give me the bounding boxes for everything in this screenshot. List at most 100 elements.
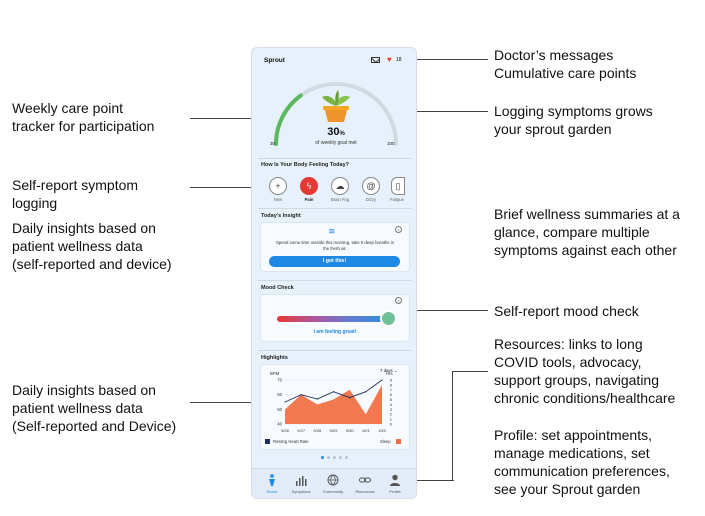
insight-title: Today's Insight [261, 213, 301, 219]
cloud-icon: ☁ [335, 181, 345, 191]
weekly-goal-gauge [274, 82, 398, 146]
legend-sleep: Sleep [380, 439, 391, 444]
divider [258, 350, 412, 351]
tab-home[interactable]: Home [257, 469, 287, 498]
x-tick-label: 9/26 [281, 428, 290, 433]
link-icon [359, 477, 371, 483]
lightning-icon: ϟ [306, 181, 312, 191]
x-tick-label: 9/27 [297, 428, 306, 433]
connector-insights-bottom [190, 402, 262, 403]
person-icon [269, 474, 275, 486]
y-tick-label-left: 70 [277, 378, 282, 383]
heart-rate-point [365, 391, 367, 393]
annotation-weekly-tracker: Weekly care point tracker for participat… [12, 100, 155, 134]
wind-icon: ≋ [328, 226, 336, 236]
mood-slider-handle[interactable] [380, 310, 397, 327]
pager-dot[interactable] [339, 456, 342, 459]
pager-dot[interactable] [345, 456, 348, 459]
annotation-wellness-summaries: Brief wellness summaries at a glance, co… [494, 206, 680, 258]
legend-heart-rate-swatch [265, 439, 270, 444]
pager-dot[interactable] [333, 456, 336, 459]
y-tick-label-right: 2 [390, 412, 393, 417]
range-dropdown[interactable]: 7 days ⌄ [380, 368, 398, 373]
mood-text: I am feeling great! [313, 329, 357, 335]
divider [258, 208, 412, 209]
close-icon[interactable]: × [395, 297, 402, 304]
pager-dot[interactable] [327, 456, 330, 459]
heart-rate-point [316, 398, 318, 400]
bottom-tab-bar: Home Symptoms Community Resources Profil… [252, 468, 416, 498]
x-tick-label: 9/30 [346, 428, 355, 433]
app-title: Sprout [264, 57, 285, 64]
y-tick-label-left: 60 [277, 392, 282, 397]
tab-profile[interactable]: Profile [380, 469, 410, 498]
battery-icon: ▯ [395, 181, 401, 191]
y-axis-label-right: Hrs [386, 371, 393, 376]
annotation-profile: Profile: set appointments, manage medica… [494, 427, 670, 497]
symptom-new-button[interactable]: + [269, 177, 287, 195]
y-tick-label-right: 9 [390, 378, 393, 383]
y-tick-label-right: 7 [390, 387, 393, 392]
symptom-brain-fog-button[interactable]: ☁ [331, 177, 349, 195]
symptom-label: Pain [304, 197, 314, 202]
mood-slider-track[interactable] [277, 316, 387, 322]
annotation-insights-bottom: Daily insights based on patient wellness… [12, 382, 177, 434]
y-tick-label-right: 3 [390, 407, 393, 412]
divider [258, 158, 412, 159]
heart-rate-point [300, 394, 302, 396]
heart-rate-point [284, 401, 286, 403]
connector-sprout [355, 111, 488, 112]
annotation-mood-check: Self-report mood check [494, 303, 639, 319]
connector-mood [400, 310, 488, 311]
connector-weekly [190, 118, 282, 119]
close-icon[interactable]: × [395, 226, 402, 233]
gauge-max-label: 100 [387, 141, 395, 146]
symptom-pain-button[interactable]: ϟ [300, 177, 318, 195]
y-tick-label-left: 50 [277, 407, 282, 412]
annotation-doctor-messages: Doctor’s messages Cumulative care points [494, 47, 637, 81]
annotation-resources: Resources: links to long COVID tools, ad… [494, 336, 676, 406]
tab-symptoms[interactable]: Symptoms [286, 469, 316, 498]
y-tick-label-right: 0 [390, 422, 393, 427]
symptoms-title: How Is Your Body Feeling Today? [261, 162, 350, 168]
profile-icon [390, 474, 400, 486]
connector-doctor [410, 59, 488, 60]
mood-title: Mood Check [261, 285, 294, 291]
symptom-dizzy-button[interactable]: @ [362, 177, 380, 195]
connector-bracket [452, 371, 453, 480]
tab-resources[interactable]: Resources [350, 469, 380, 498]
y-axis-label-left: BPM [270, 371, 280, 376]
goal-percent: 30% [327, 126, 345, 138]
dizzy-icon: @ [366, 181, 376, 191]
y-tick-label-right: 5 [390, 397, 393, 402]
symptom-label: Fatigue [390, 197, 404, 202]
gauge-progress [274, 93, 303, 146]
mail-icon[interactable] [371, 57, 380, 63]
legend-sleep-swatch [396, 439, 401, 444]
y-tick-label-right: 4 [390, 402, 393, 407]
got-it-button[interactable]: I got this! [269, 256, 400, 267]
heart-rate-point [349, 397, 351, 399]
symptom-label: New [273, 197, 283, 202]
annotation-sprout-garden: Logging symptoms grows your sprout garde… [494, 103, 653, 137]
gauge-min-label: 30 [270, 141, 276, 146]
annotation-insights-top: Daily insights based on patient wellness… [12, 220, 172, 272]
x-tick-label: 10/2 [378, 428, 387, 433]
x-tick-label: 9/29 [330, 428, 339, 433]
insight-text: Spend some time outside this morning, ta… [276, 240, 394, 251]
globe-icon [327, 474, 339, 486]
annotation-symptom-logging: Self-report symptom logging [12, 177, 139, 211]
tab-community[interactable]: Community [318, 469, 348, 498]
y-tick-label-left: 40 [277, 422, 282, 427]
connector-profile [398, 480, 454, 481]
symptom-fatigue-button[interactable]: ▯ [391, 177, 405, 195]
pager-dot[interactable] [321, 456, 324, 459]
top-bar: Sprout ♥ 18 [252, 48, 416, 72]
goal-label: of weekly goal met [315, 140, 357, 146]
highlights-title: Highlights [261, 355, 288, 361]
divider [258, 280, 412, 281]
bar-chart-icon [296, 476, 307, 486]
x-tick-label: 9/28 [313, 428, 322, 433]
care-points: 18 [396, 57, 402, 63]
